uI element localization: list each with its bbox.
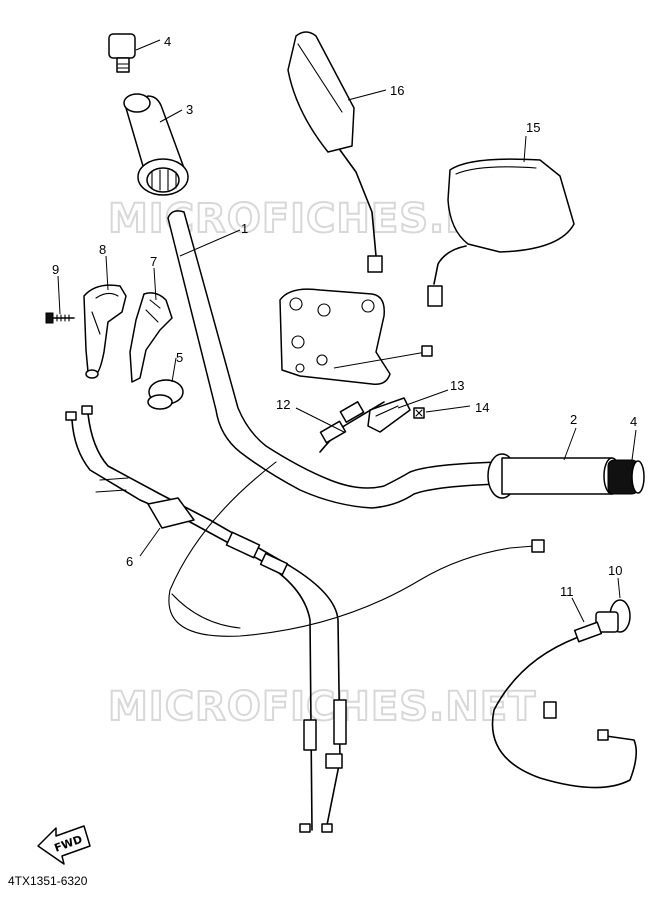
callout-5: 5 xyxy=(176,350,183,365)
watermark-bottom: MICROFICHES.NET xyxy=(108,684,536,730)
callout-7: 7 xyxy=(150,254,157,269)
fwd-arrow-icon: FWD xyxy=(37,825,91,865)
part-1-handlebar xyxy=(167,210,501,509)
callout-10: 10 xyxy=(608,563,622,578)
bracket-plate xyxy=(279,288,391,386)
leader-9 xyxy=(57,275,61,315)
part-13-switch xyxy=(367,397,411,433)
part-15-mirror-right xyxy=(427,158,575,307)
leader-6 xyxy=(139,527,161,557)
leader-4b xyxy=(631,429,637,461)
leader-7 xyxy=(153,267,157,301)
callout-9: 9 xyxy=(52,262,59,277)
part-16-mirror-left xyxy=(287,31,383,273)
part-3-grip xyxy=(123,93,189,196)
callout-15: 15 xyxy=(526,120,540,135)
leader-15 xyxy=(523,135,527,163)
part-9-screw xyxy=(45,312,75,324)
callout-13: 13 xyxy=(450,378,464,393)
callout-2: 2 xyxy=(570,412,577,427)
leader-11 xyxy=(571,597,585,623)
leader-16 xyxy=(347,89,387,101)
part-14-screw xyxy=(413,407,425,419)
part-12-clutch-switch-cable xyxy=(319,401,385,453)
leader-1 xyxy=(179,229,241,257)
leader-14 xyxy=(425,405,471,413)
long-cable-loop xyxy=(168,461,545,637)
callout-8: 8 xyxy=(99,242,106,257)
leader-8 xyxy=(105,255,109,291)
part-5-collar xyxy=(147,379,184,410)
leader-2 xyxy=(563,427,577,461)
part-2-grip-right xyxy=(487,453,621,499)
callout-1: 1 xyxy=(241,221,248,236)
callout-11: 11 xyxy=(560,584,574,599)
leader-12 xyxy=(295,407,345,433)
callout-12: 12 xyxy=(276,397,290,412)
leader-5 xyxy=(171,357,177,383)
callout-14: 14 xyxy=(475,400,489,415)
part-8-switch-housing xyxy=(83,284,127,379)
part-4-grip-end-top xyxy=(108,33,136,73)
callout-6: 6 xyxy=(126,554,133,569)
leader-3 xyxy=(159,109,183,123)
part-4-grip-end-right xyxy=(607,459,645,495)
diagram-code: 4TX1351-6320 xyxy=(8,874,88,888)
part-10-choke-knob xyxy=(595,599,631,633)
callout-4-top: 4 xyxy=(164,34,171,49)
bracket-screw xyxy=(333,351,427,369)
callout-4-right: 4 xyxy=(630,414,637,429)
bracket-screw-head xyxy=(421,345,433,357)
callout-3: 3 xyxy=(186,102,193,117)
leader-10 xyxy=(617,577,621,599)
leader-13 xyxy=(397,389,449,409)
callout-16: 16 xyxy=(390,83,404,98)
part-6-throttle-cables xyxy=(65,405,347,833)
leader-4a xyxy=(135,39,161,51)
part-7-lever-holder xyxy=(129,292,173,383)
part-11-choke-cable xyxy=(491,621,638,789)
